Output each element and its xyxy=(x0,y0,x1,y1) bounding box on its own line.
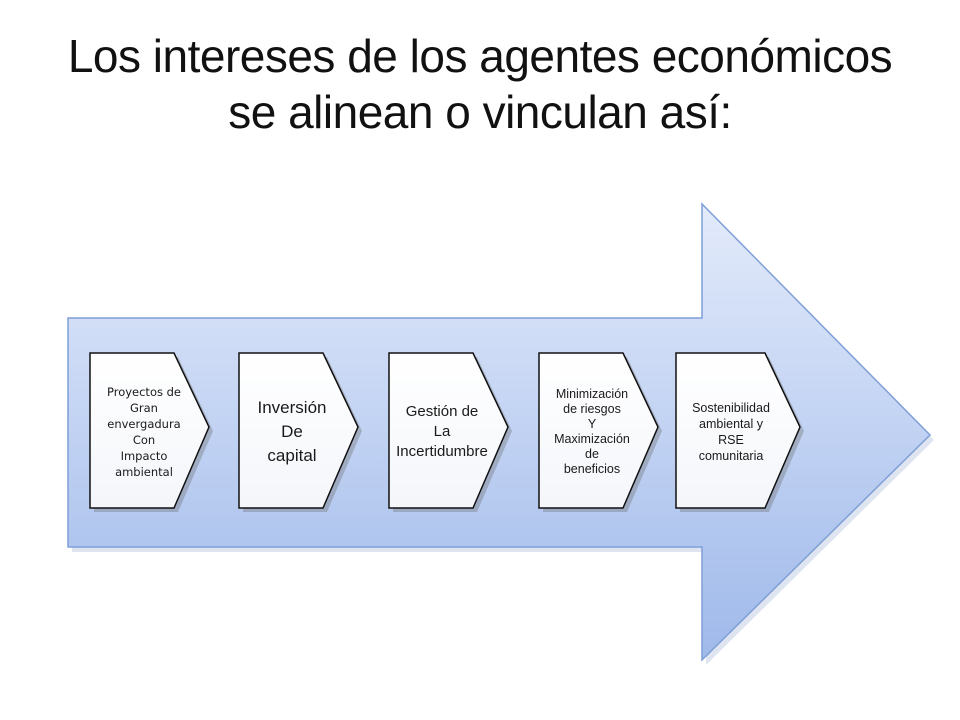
step-5-label: Sostenibilidad ambiental y RSE comunitar… xyxy=(692,401,770,463)
title-line-2: se alinean o vinculan así: xyxy=(228,86,732,138)
chevron-step-2 xyxy=(238,352,362,512)
chevron-step-3 xyxy=(388,352,512,512)
step-4-label: Minimización de riesgos Y Maximización d… xyxy=(554,387,630,476)
step-3-label: Gestión de La Incertidumbre xyxy=(396,403,488,460)
chevron-step-5 xyxy=(675,352,804,512)
chevron-step-4 xyxy=(538,352,662,512)
chevron-step-1 xyxy=(89,352,213,512)
step-2-label: Inversión De capital xyxy=(257,398,327,465)
title-line-1: Los intereses de los agentes económicos xyxy=(67,30,893,82)
page-title: Los intereses de los agentes económicos … xyxy=(0,28,960,140)
step-1-label: Proyectos de Gran envergadura Con Impact… xyxy=(106,385,181,479)
